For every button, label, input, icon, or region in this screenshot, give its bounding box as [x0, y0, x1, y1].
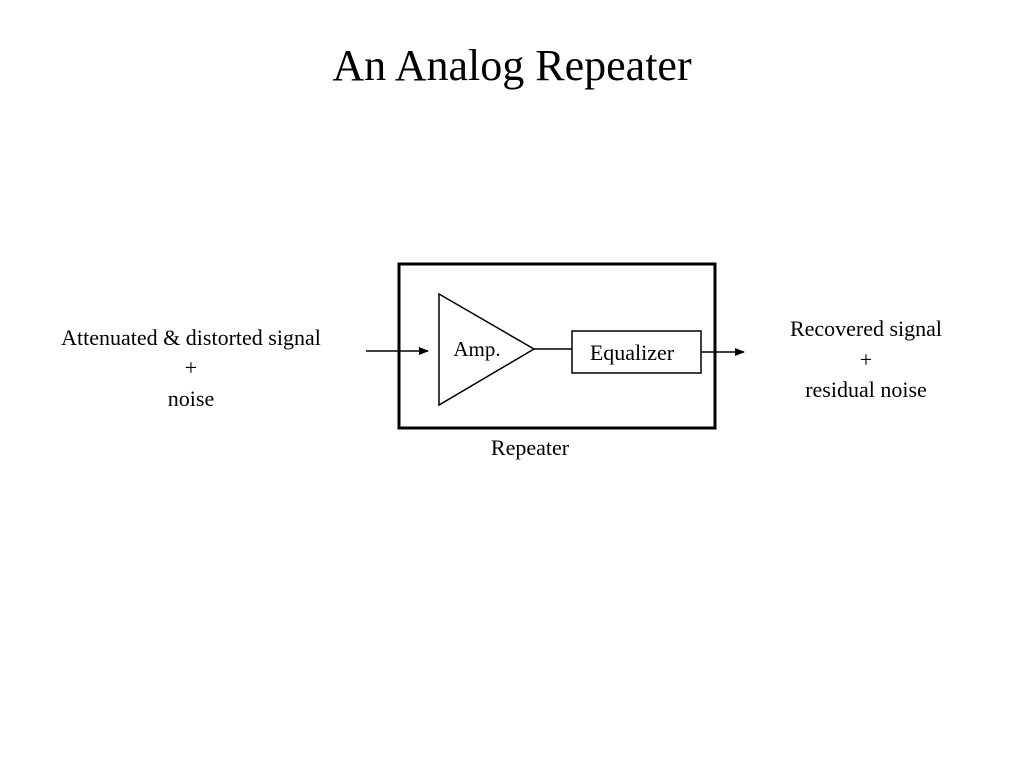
repeater-box — [397, 262, 717, 430]
equalizer-label: Equalizer — [590, 340, 675, 365]
output-label-line1: Recovered signal — [790, 316, 942, 341]
slide-title: An Analog Repeater — [332, 41, 692, 90]
repeater-caption: Repeater — [491, 435, 570, 460]
equalizer-block — [571, 330, 702, 374]
input-label-plus: + — [185, 355, 197, 380]
output-label-line3: residual noise — [805, 377, 927, 402]
amplifier-label: Amp. — [453, 337, 500, 361]
input-label-line1: Attenuated & distorted signal — [61, 325, 321, 350]
input-label-line3: noise — [168, 386, 214, 411]
output-label-plus: + — [860, 347, 872, 372]
amplifier-triangle-icon — [438, 292, 536, 407]
